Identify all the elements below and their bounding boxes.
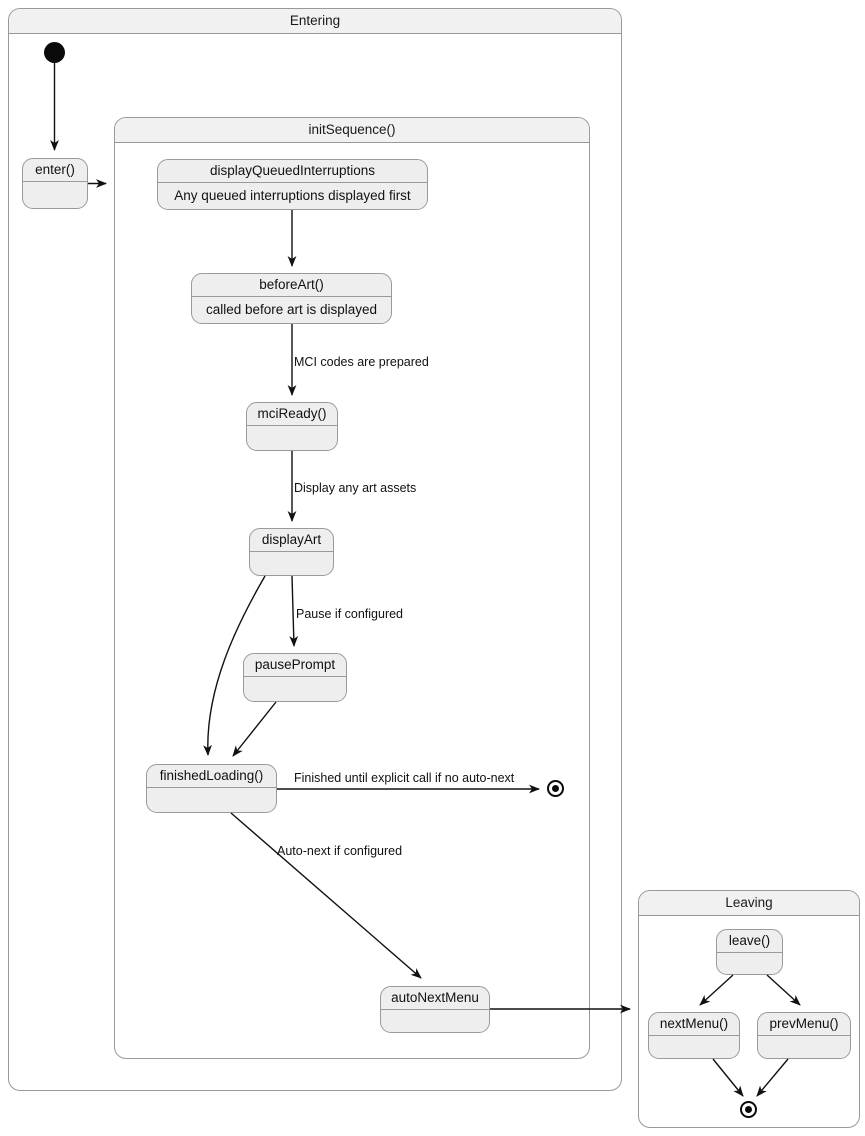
state-before-art[interactable]: beforeArt() called before art is display…	[191, 273, 392, 324]
composite-state-init-sequence[interactable]: initSequence()	[114, 117, 590, 1059]
state-auto-next-menu-name: autoNextMenu	[381, 987, 489, 1010]
state-enter-name: enter()	[23, 159, 87, 182]
state-display-art-name: displayArt	[250, 529, 333, 552]
state-before-art-desc: called before art is displayed	[205, 302, 378, 317]
edge-label-display-art-assets: Display any art assets	[294, 481, 417, 495]
state-leave[interactable]: leave()	[716, 929, 783, 975]
edge-pause-prompt-to-finished-loading	[232, 701, 277, 757]
composite-title-init-sequence: initSequence()	[115, 118, 589, 143]
state-enter[interactable]: enter()	[22, 158, 88, 209]
edge-finished-loading-to-auto-next-menu	[230, 812, 422, 979]
final-state-init-sequence-icon	[547, 780, 564, 797]
edge-leave-to-prev-menu	[766, 974, 801, 1006]
state-next-menu[interactable]: nextMenu()	[648, 1012, 740, 1059]
state-finished-loading[interactable]: finishedLoading()	[146, 764, 277, 813]
state-prev-menu[interactable]: prevMenu()	[757, 1012, 851, 1059]
state-mci-ready-name: mciReady()	[247, 403, 337, 426]
state-display-art[interactable]: displayArt	[249, 528, 334, 576]
state-display-queued-interruptions[interactable]: displayQueuedInterruptions Any queued in…	[157, 159, 428, 210]
edge-next-menu-to-final	[712, 1058, 744, 1097]
state-pause-prompt[interactable]: pausePrompt	[243, 653, 347, 702]
state-display-queued-interruptions-desc: Any queued interruptions displayed first	[174, 188, 411, 203]
state-leave-name: leave()	[717, 930, 782, 953]
state-display-queued-interruptions-name: displayQueuedInterruptions	[158, 160, 427, 183]
state-before-art-name: beforeArt()	[192, 274, 391, 297]
edge-label-pause-if-configured: Pause if configured	[296, 607, 404, 621]
edge-label-auto-next-if-configured: Auto-next if configured	[277, 844, 403, 858]
edge-label-finished-until-explicit-call: Finished until explicit call if no auto-…	[294, 771, 515, 785]
state-prev-menu-name: prevMenu()	[758, 1013, 850, 1036]
composite-state-leaving[interactable]: Leaving	[638, 890, 860, 1128]
state-next-menu-name: nextMenu()	[649, 1013, 739, 1036]
edge-label-mci-codes-prepared: MCI codes are prepared	[294, 355, 429, 369]
state-finished-loading-name: finishedLoading()	[147, 765, 276, 788]
state-pause-prompt-name: pausePrompt	[244, 654, 346, 677]
edge-display-art-to-finished-loading	[203, 575, 266, 756]
state-mci-ready[interactable]: mciReady()	[246, 402, 338, 451]
edge-display-art-to-pause-prompt	[289, 575, 299, 647]
state-auto-next-menu[interactable]: autoNextMenu	[380, 986, 490, 1033]
final-state-leaving-icon	[740, 1101, 757, 1118]
edge-prev-menu-to-final	[756, 1058, 789, 1097]
composite-title-entering: Entering	[9, 9, 621, 34]
composite-title-leaving: Leaving	[639, 891, 859, 916]
edge-leave-to-next-menu	[699, 974, 734, 1006]
initial-pseudostate-icon	[44, 42, 65, 63]
